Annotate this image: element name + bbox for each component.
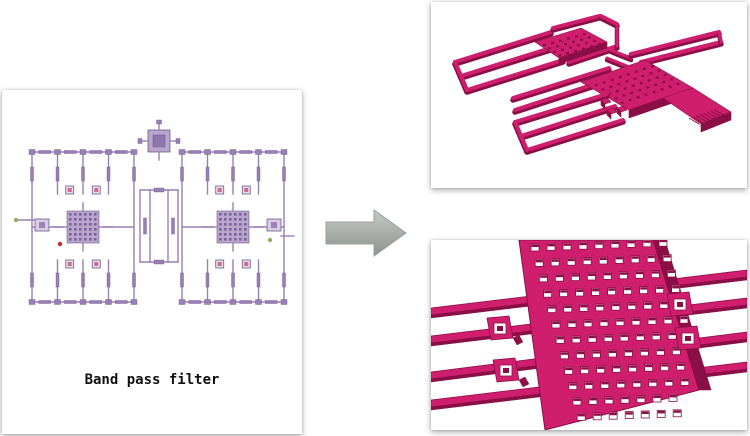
arrow	[324, 208, 408, 258]
layout-panel: Band pass filter	[2, 90, 302, 434]
right-arrow-icon	[325, 209, 407, 257]
filter-3d-overview	[452, 14, 732, 155]
caption-band-pass-filter: Band pass filter	[84, 372, 220, 388]
model-overview-panel	[431, 2, 747, 188]
model-closeup-panel	[431, 240, 747, 430]
filter-3d-closeup	[431, 240, 747, 430]
filter-layout-drawing	[13, 119, 295, 305]
